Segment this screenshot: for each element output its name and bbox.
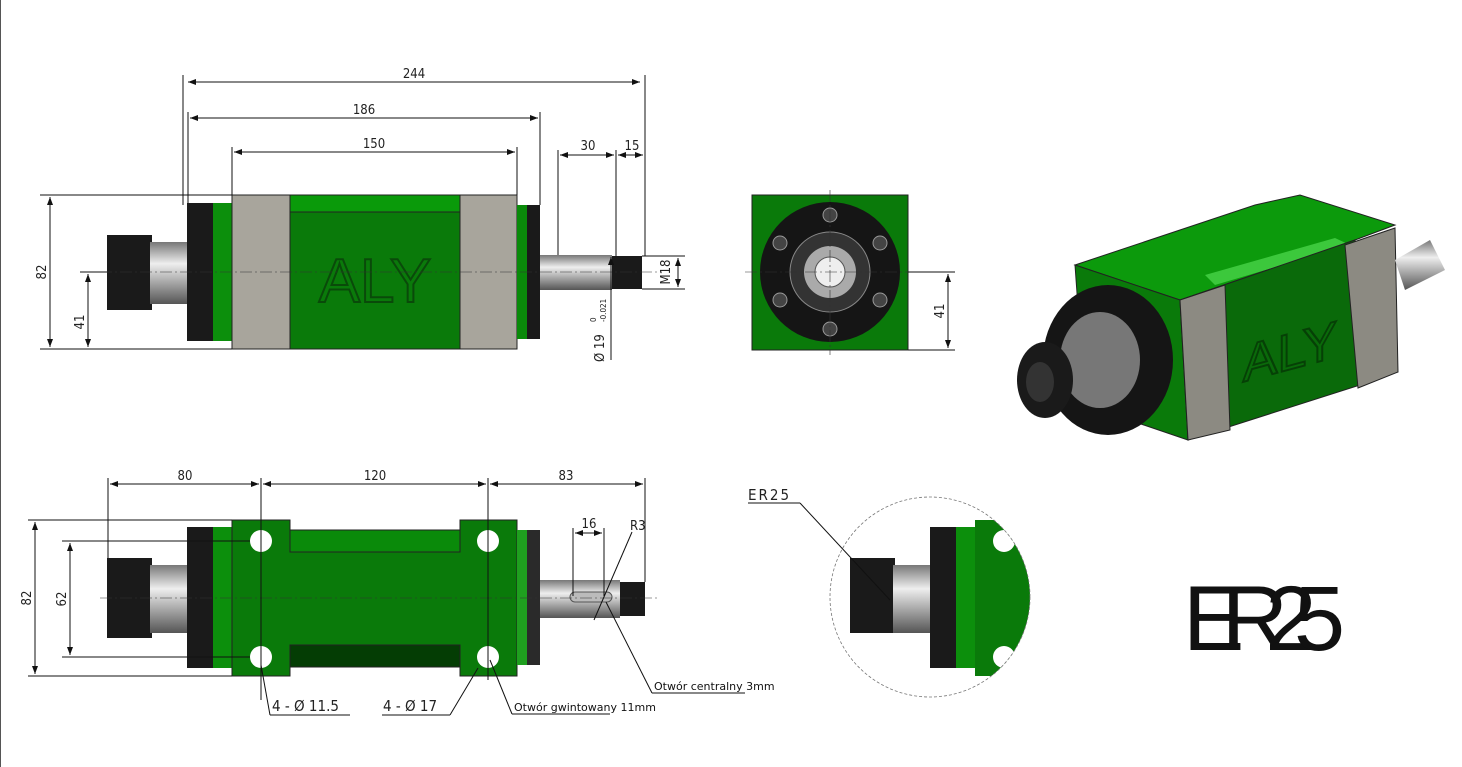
- dim-hole-to-end: 83: [559, 469, 574, 484]
- svg-text:-0.021: -0.021: [599, 299, 608, 322]
- collet-nut: [107, 235, 152, 310]
- detail-label: ER25: [748, 486, 791, 504]
- front-view: ALY 244 186 150 30 15 82 41 M18 Ø 19 0 -…: [35, 67, 685, 362]
- dim-hole-spacing: 120: [364, 469, 386, 484]
- dim-body-flange: 186: [353, 103, 375, 118]
- dim-thread-size: M18: [659, 260, 674, 285]
- dim-shaft-dia: Ø 19: [593, 334, 608, 362]
- callout-large-holes: 4 - Ø 17: [383, 697, 437, 715]
- dim-overall: 244: [403, 67, 425, 82]
- dim-keyway: 16: [582, 517, 597, 532]
- dim-hole-spacing-v: 62: [55, 592, 70, 607]
- dim-top-height: 82: [20, 591, 35, 606]
- dim-radius: R3: [630, 519, 646, 534]
- title-er25: ER25: [1183, 568, 1345, 670]
- dim-end-center-height: 41: [933, 304, 948, 319]
- dim-height: 82: [35, 265, 50, 280]
- dim-thread: 15: [625, 139, 640, 154]
- dim-body: 150: [363, 137, 385, 152]
- top-view: 80 120 83 82 62 16 R3 4 - Ø 11.5 4 - Ø 1…: [20, 469, 775, 716]
- callout-threaded-hole: Otwór gwintowany 11mm: [514, 701, 656, 714]
- dim-center-height: 41: [73, 315, 88, 330]
- callout-center-hole: Otwór centralny 3mm: [654, 680, 775, 693]
- collet-body: [150, 242, 187, 304]
- dim-flange-to-hole: 80: [178, 469, 193, 484]
- dim-shaft: 30: [581, 139, 596, 154]
- detail-view: ER25: [748, 486, 1031, 698]
- thread: [612, 256, 642, 289]
- end-view: 41: [745, 190, 955, 355]
- iso-view: ALY: [1017, 194, 1445, 441]
- callout-small-holes: 4 - Ø 11.5: [272, 697, 339, 715]
- svg-text:0: 0: [589, 317, 598, 322]
- spindle-shaft: [540, 255, 612, 290]
- brand-logo: ALY: [319, 247, 432, 316]
